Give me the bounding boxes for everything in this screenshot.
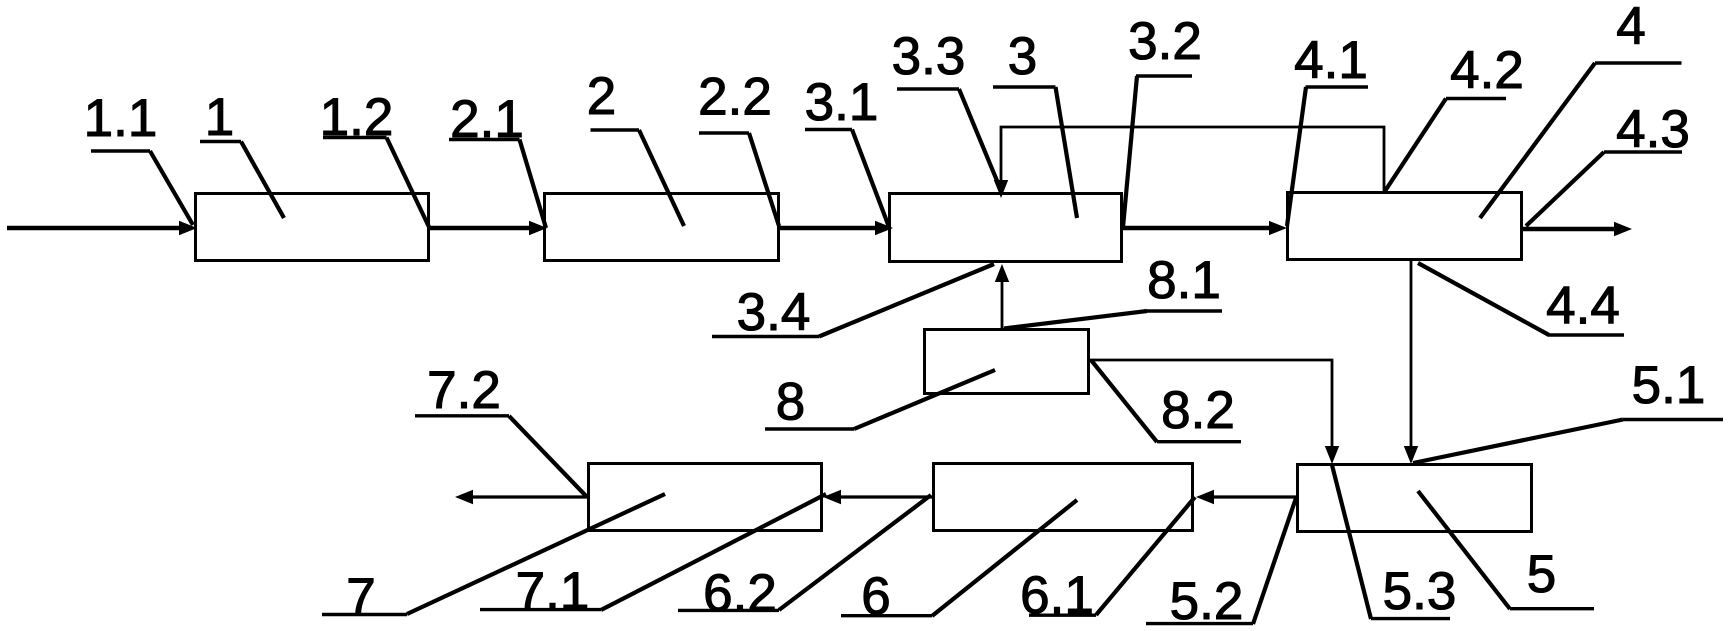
svg-text:3: 3: [1008, 27, 1037, 86]
svg-text:6.2: 6.2: [703, 564, 777, 623]
svg-text:5.1: 5.1: [1632, 356, 1706, 415]
svg-text:4: 4: [1616, 0, 1645, 56]
svg-text:3.4: 3.4: [737, 283, 811, 342]
svg-text:7.2: 7.2: [427, 361, 501, 420]
svg-text:6: 6: [861, 567, 890, 626]
svg-text:3.2: 3.2: [1128, 12, 1202, 71]
svg-text:3.3: 3.3: [892, 27, 966, 86]
svg-text:4.4: 4.4: [1546, 277, 1620, 336]
svg-text:7: 7: [346, 568, 375, 627]
svg-text:2.2: 2.2: [698, 68, 772, 127]
svg-text:2.1: 2.1: [450, 90, 524, 149]
svg-text:8.2: 8.2: [1161, 381, 1235, 440]
svg-text:4.2: 4.2: [1450, 41, 1524, 100]
svg-text:8.1: 8.1: [1147, 251, 1221, 310]
svg-text:1: 1: [205, 88, 234, 147]
svg-text:3.1: 3.1: [805, 73, 879, 132]
svg-text:6.1: 6.1: [1020, 566, 1094, 625]
svg-text:1.2: 1.2: [320, 88, 394, 147]
svg-text:5.3: 5.3: [1383, 562, 1457, 621]
svg-text:2: 2: [587, 67, 616, 126]
svg-text:5: 5: [1527, 545, 1556, 604]
svg-text:1.1: 1.1: [84, 89, 158, 148]
svg-text:5.2: 5.2: [1170, 572, 1244, 631]
svg-text:4.1: 4.1: [1294, 31, 1368, 90]
svg-text:4.3: 4.3: [1616, 100, 1690, 159]
svg-text:7.1: 7.1: [516, 562, 590, 621]
svg-text:8: 8: [776, 373, 805, 432]
